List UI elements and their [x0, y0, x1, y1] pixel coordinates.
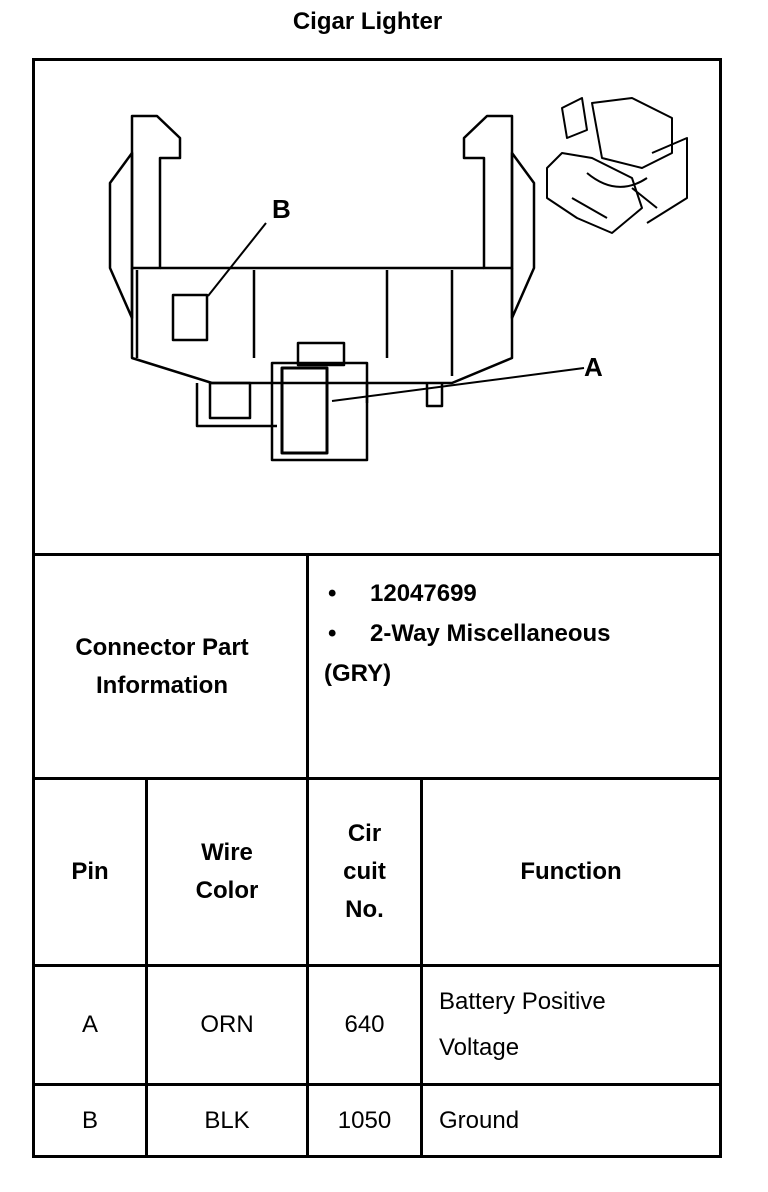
- header-pin: Pin: [71, 858, 109, 885]
- table-cell-function: Battery Positive Voltage: [439, 988, 606, 1061]
- divider: [145, 777, 148, 1158]
- table-cell-wire-color: BLK: [204, 1106, 250, 1134]
- table-cell-function: Ground: [439, 1106, 520, 1134]
- table-cell-pin: A: [81, 1011, 98, 1038]
- connector-sheet: B A Connector Part Information •12047699…: [32, 58, 722, 1158]
- header-function: Function: [520, 858, 622, 885]
- table-cell-circuit-no: 640: [344, 1011, 385, 1038]
- part-info-label: Connector Part Information: [75, 633, 249, 699]
- divider: [32, 964, 722, 967]
- table-cell-pin: B: [81, 1106, 98, 1134]
- sheet-border: [32, 58, 722, 1158]
- divider: [420, 777, 423, 1158]
- connector-diagram: B A: [108, 97, 688, 462]
- divider: [32, 777, 722, 780]
- table-cell-wire-color: ORN: [200, 1011, 254, 1038]
- label-a: A: [584, 352, 603, 382]
- header-wire-color: Wire Color: [195, 839, 259, 904]
- divider: [32, 1083, 722, 1086]
- part-info-list: •12047699 •2-Way Miscellaneous (GRY): [324, 574, 714, 694]
- list-item: •2-Way Miscellaneous: [328, 620, 611, 647]
- list-item-continuation: (GRY): [324, 660, 392, 687]
- page-title: Cigar Lighter: [292, 8, 443, 35]
- header-circuit-no: Cir cuit No.: [343, 820, 386, 923]
- list-item: •12047699: [328, 580, 477, 607]
- divider: [32, 553, 722, 556]
- table-cell-circuit-no: 1050: [337, 1106, 392, 1134]
- divider: [306, 553, 309, 1158]
- label-b: B: [272, 194, 291, 224]
